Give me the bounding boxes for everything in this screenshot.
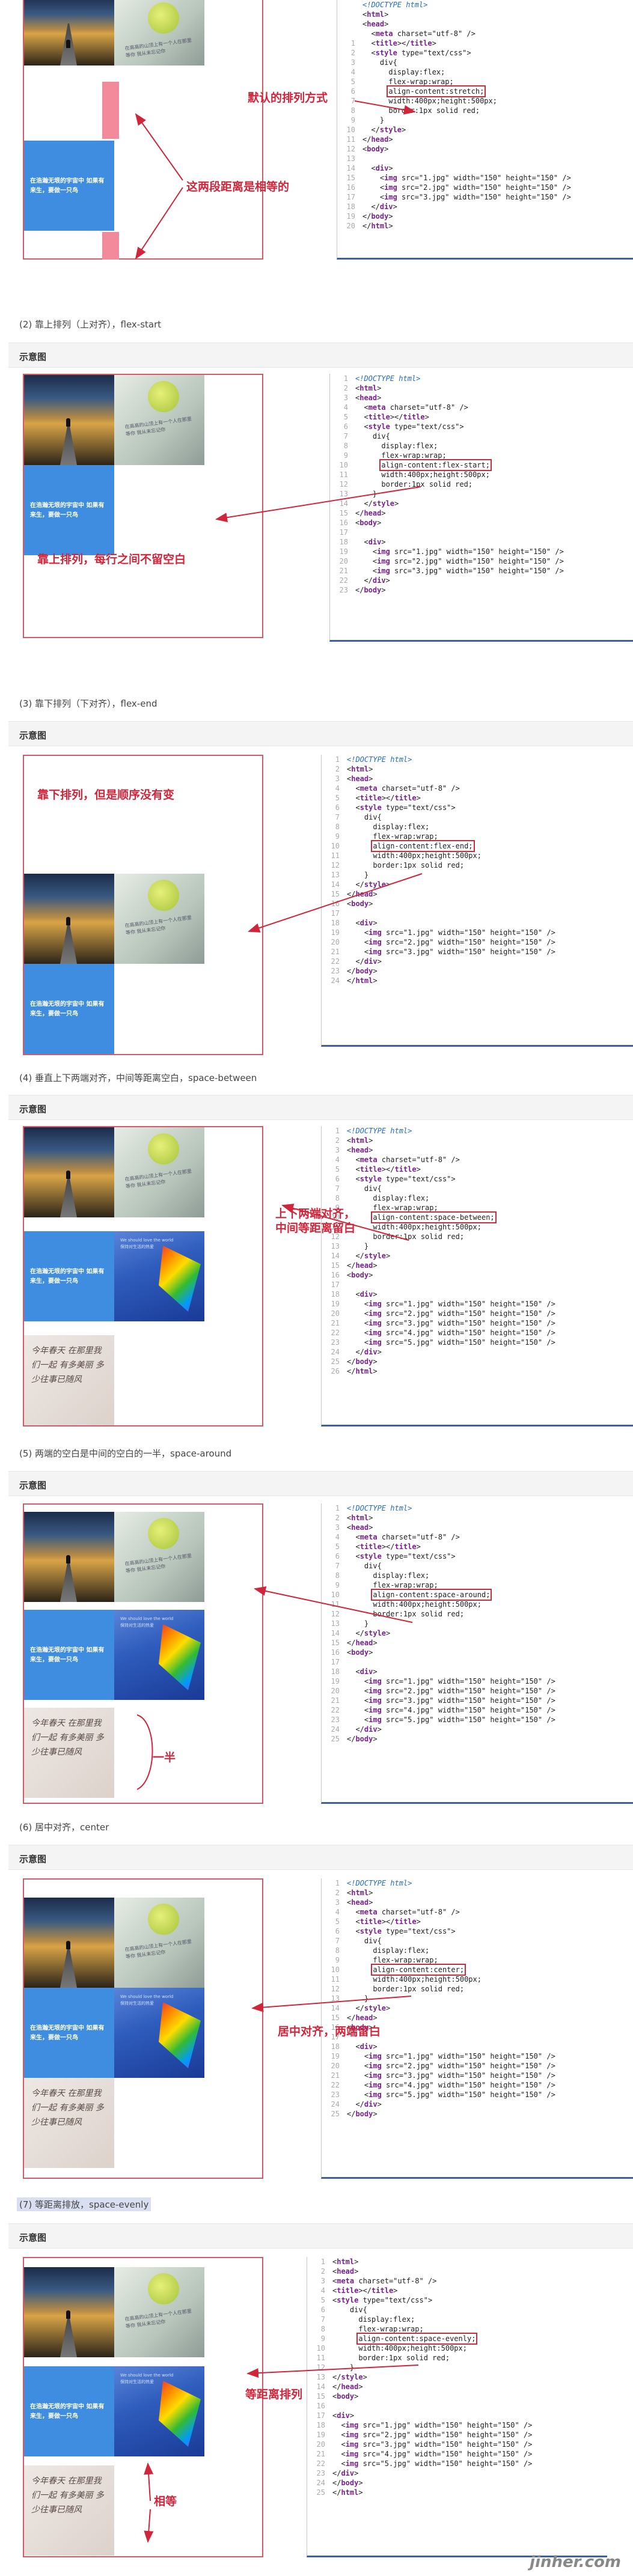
image-kite: We should love the world 保持对生活的热爱 (114, 2366, 204, 2456)
image-road (24, 1512, 114, 1602)
section-caption: (4) 垂直上下两端对齐，中间等距离空白，space-between (19, 1073, 257, 1083)
image-handwriting: 今年春天 在那里我们一起 有多美丽 多少往事已随风 (24, 2465, 114, 2556)
annotation: 靠上排列，每行之间不留空白 (37, 553, 186, 566)
image-ball: 在高高的山顶上有一个人在那里等你 我从未忘记你 (114, 375, 204, 465)
section-flex-start: 示意图 在高高的山顶上有一个人在那里等你 我从未忘记你 在浩瀚无垠的宇宙中 如果… (0, 343, 633, 643)
image-road (24, 375, 114, 465)
image-blue-text: 在浩瀚无垠的宇宙中 如果有来生，要做一只鸟 (24, 2366, 114, 2456)
image-ball: 在高高的山顶上有一个人在那里等你 我从未忘记你 (114, 874, 204, 964)
section-header: 示意图 (8, 721, 633, 746)
code-listing: 1<!DOCTYPE html> 2<html> 3<head> 4 <meta… (331, 1127, 555, 1375)
annotation-arrows (251, 1996, 412, 2012)
demo-box: 在高高的山顶上有一个人在那里等你 我从未忘记你 在浩瀚无垠的宇宙中 如果有来生，… (23, 0, 263, 260)
section-caption: (3) 靠下排列（下对齐），flex-end (19, 698, 157, 709)
image-handwriting: 今年春天 在那里我们一起 有多美丽 多少往事已随风 (24, 1335, 114, 1425)
code-listing: 1<!DOCTYPE html> 2<html> 3<head> 4 <meta… (331, 1879, 555, 2118)
section-space-evenly: 示意图 在高高的山顶上有一个人在那里等你 我从未忘记你 在浩瀚无垠的宇宙中 如果… (0, 2223, 633, 2576)
image-handwriting: 今年春天 在那里我们一起 有多美丽 多少往事已随风 (24, 1708, 114, 1798)
section-header: 示意图 (8, 1845, 633, 1870)
code-listing: 1<!DOCTYPE html> 2<html> 3<head> 4 <meta… (339, 374, 564, 594)
image-kite: We should love the world 保持对生活的热爱 (114, 1610, 204, 1700)
annotation-arrows (215, 486, 421, 523)
annotation-arrows (281, 1204, 409, 1241)
section-stretch: 在高高的山顶上有一个人在那里等你 我从未忘记你 在浩瀚无垠的宇宙中 如果有来生，… (0, 0, 633, 264)
annotation: 居中对齐，两端留白 (278, 2025, 381, 2038)
image-blue-text: 在浩瀚无垠的宇宙中 如果有来生，要做一只鸟 (24, 1988, 114, 2078)
image-blue-text: 在浩瀚无垠的宇宙中 如果有来生，要做一只鸟 (24, 465, 114, 555)
demo-box: 在高高的山顶上有一个人在那里等你 我从未忘记你 在浩瀚无垠的宇宙中 如果有来生，… (23, 1503, 263, 1804)
code-listing: <!DOCTYPE html> <html> <head> <meta char… (346, 1, 571, 230)
section-caption: (5) 两端的空白是中间的空白的一半，space-around (19, 1448, 232, 1459)
image-handwriting: 今年春天 在那里我们一起 有多美丽 多少往事已随风 (24, 2078, 114, 2168)
image-blue-text: 在浩瀚无垠的宇宙中 如果有来生，要做一只鸟 (24, 1610, 114, 1700)
image-ball: 在高高的山顶上有一个人在那里等你 我从未忘记你 (114, 0, 204, 65)
demo-box: 在高高的山顶上有一个人在那里等你 我从未忘记你 在浩瀚无垠的宇宙中 如果有来生，… (23, 2257, 263, 2557)
annotation-arrows (144, 2364, 419, 2543)
annotation-arrows (135, 100, 416, 260)
section-flex-end: 示意图 在高高的山顶上有一个人在那里等你 我从未忘记你 在浩瀚无垠的宇宙中 如果… (0, 721, 633, 1058)
spacing-marker (102, 82, 119, 139)
annotation: 靠下排列，但是顺序没有变 (37, 788, 175, 802)
section-header: 示意图 (8, 343, 633, 368)
code-panel: 1<!DOCTYPE html> 2<html> 3<head> 4 <meta… (321, 755, 633, 1047)
code-listing: 1<!DOCTYPE html> 2<html> 3<head> 4 <meta… (331, 755, 555, 985)
demo-box: 在高高的山顶上有一个人在那里等你 我从未忘记你 在浩瀚无垠的宇宙中 如果有来生，… (23, 1126, 263, 1427)
code-panel: 1<!DOCTYPE html> 2<html> 3<head> 4 <meta… (329, 374, 633, 642)
section-caption: (7) 等距离排放，space-evenly (17, 2197, 151, 2211)
annotation: 相等 (154, 2495, 177, 2508)
demo-box: 在高高的山顶上有一个人在那里等你 我从未忘记你 在浩瀚无垠的宇宙中 如果有来生，… (23, 1878, 263, 2179)
annotation: 一半 (153, 1751, 176, 1764)
image-ball: 在高高的山顶上有一个人在那里等你 我从未忘记你 (114, 1512, 204, 1602)
image-blue-text: 在浩瀚无垠的宇宙中 如果有来生，要做一只鸟 (24, 1231, 114, 1321)
section-space-around: 示意图 在高高的山顶上有一个人在那里等你 我从未忘记你 在浩瀚无垠的宇宙中 如果… (0, 1471, 633, 1807)
image-road (24, 874, 114, 964)
code-panel: 1<!DOCTYPE html> 2<html> 3<head> 4 <meta… (321, 1126, 633, 1427)
site-watermark: jinher.com (530, 2553, 621, 2571)
image-blue-text: 在浩瀚无垠的宇宙中 如果有来生，要做一只鸟 (24, 964, 114, 1054)
code-panel: 1<!DOCTYPE html> 2<html> 3<head> 4 <meta… (321, 1878, 633, 2179)
image-road (24, 0, 114, 65)
section-caption: (6) 居中对齐，center (19, 1822, 109, 1833)
spacing-marker (102, 232, 119, 260)
image-road (24, 2267, 114, 2357)
annotation-arrows (136, 1586, 413, 1790)
section-header: 示意图 (8, 1095, 633, 1120)
annotation-arrows (248, 873, 423, 933)
image-road (24, 1127, 114, 1217)
annotation: 等距离排列 (245, 2388, 303, 2401)
image-road (24, 1898, 114, 1988)
image-ball: 在高高的山顶上有一个人在那里等你 我从未忘记你 (114, 1898, 204, 1988)
annotation: 这两段距离是相等的 (186, 180, 290, 193)
image-kite: We should love the world 保持对生活的热爱 (114, 1988, 204, 2078)
code-panel: 1<!DOCTYPE html> 2<html> 3<head> 4 <meta… (321, 1503, 633, 1804)
demo-box: 在高高的山顶上有一个人在那里等你 我从未忘记你 在浩瀚无垠的宇宙中 如果有来生，… (23, 755, 263, 1055)
demo-box: 在高高的山顶上有一个人在那里等你 我从未忘记你 在浩瀚无垠的宇宙中 如果有来生，… (23, 374, 263, 638)
annotation: 默认的排列方式 (248, 91, 328, 105)
section-header: 示意图 (8, 1471, 633, 1496)
section-header: 示意图 (8, 2223, 633, 2249)
code-listing: 1<html> 2<head> 3<meta charset="utf-8" /… (316, 2258, 533, 2497)
image-ball: 在高高的山顶上有一个人在那里等你 我从未忘记你 (114, 2267, 204, 2357)
image-kite: We should love the world 保持对生活的热爱 (114, 1231, 204, 1321)
section-caption: (2) 靠上排列（上对齐），flex-start (19, 319, 162, 330)
code-panel: <!DOCTYPE html> <html> <head> <meta char… (337, 0, 633, 260)
section-center: 示意图 在高高的山顶上有一个人在那里等你 我从未忘记你 在浩瀚无垠的宇宙中 如果… (0, 1845, 633, 2181)
image-ball: 在高高的山顶上有一个人在那里等你 我从未忘记你 (114, 1127, 204, 1217)
section-space-between: 示意图 在高高的山顶上有一个人在那里等你 我从未忘记你 在浩瀚无垠的宇宙中 如果… (0, 1095, 633, 1431)
annotation: 上下两端对齐， 中间等距离留白 (275, 1207, 356, 1235)
image-blue-text: 在浩瀚无垠的宇宙中 如果有来生，要做一只鸟 (24, 141, 114, 231)
code-panel: 1<html> 2<head> 3<meta charset="utf-8" /… (307, 2257, 607, 2557)
code-listing: 1<!DOCTYPE html> 2<html> 3<head> 4 <meta… (331, 1504, 555, 1743)
